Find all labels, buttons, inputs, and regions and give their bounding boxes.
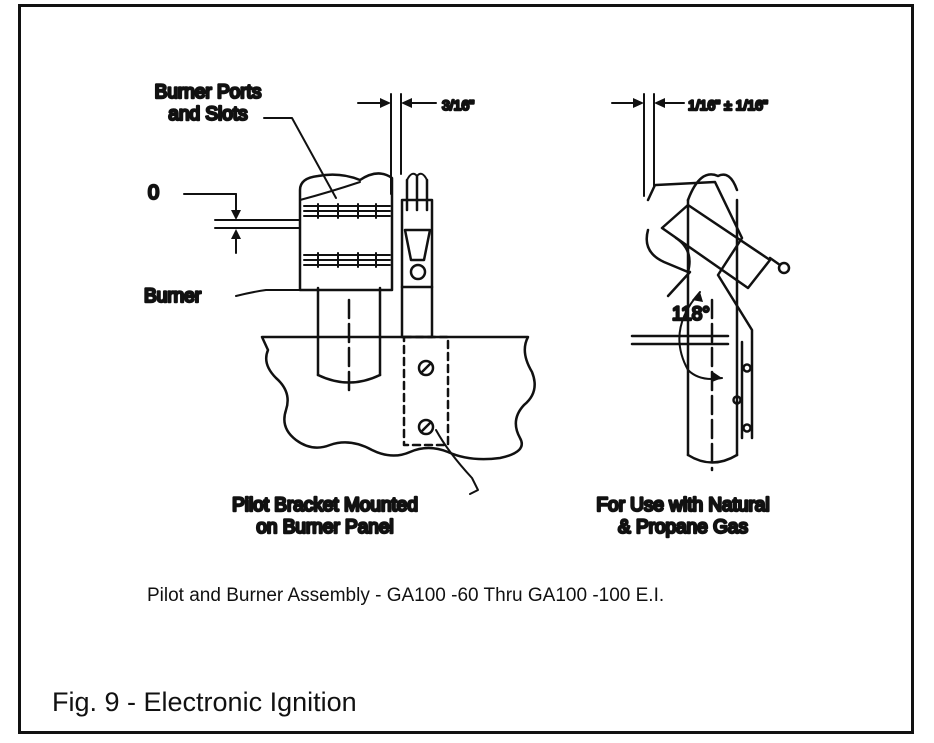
- pilot-bracket-label-line2: on Burner Panel: [256, 517, 393, 538]
- figure-caption: Pilot and Burner Assembly - GA100 -60 Th…: [147, 585, 665, 606]
- right-assembly: [611, 93, 791, 472]
- figure-border: [18, 4, 914, 734]
- angle-label: 118°: [672, 304, 710, 325]
- angle-arc: [678, 291, 723, 380]
- burner-ports-row-1: [303, 203, 391, 219]
- burner-head: [298, 172, 394, 292]
- right-pilot-bracket: [646, 180, 754, 440]
- pilot-bracket-label-line1: Pilot Bracket Mounted: [232, 495, 418, 516]
- right-pilot-electrode: [645, 203, 791, 298]
- pilot-assembly: [400, 172, 434, 339]
- bracket-screws: [417, 359, 435, 436]
- gap-left-dimension: 3/16": [442, 97, 474, 113]
- gas-use-label-line2: & Propane Gas: [618, 517, 748, 538]
- burner-label: Burner: [144, 286, 202, 307]
- gap-zero-label: 0: [148, 182, 159, 204]
- burner-panel: [260, 335, 536, 461]
- gas-use-label-line1: For Use with Natural: [596, 495, 769, 516]
- figure-title: Fig. 9 - Electronic Ignition: [52, 687, 357, 717]
- gap-right-dimension: 1/16" ± 1/16": [688, 97, 768, 113]
- burner-ports-label-line1: Burner Ports: [155, 82, 262, 103]
- burner-ports-label-line2: and Slots: [168, 104, 247, 125]
- left-assembly: [183, 93, 536, 495]
- burner-ports-row-2: [303, 252, 391, 268]
- pilot-bracket-hidden: [402, 335, 450, 447]
